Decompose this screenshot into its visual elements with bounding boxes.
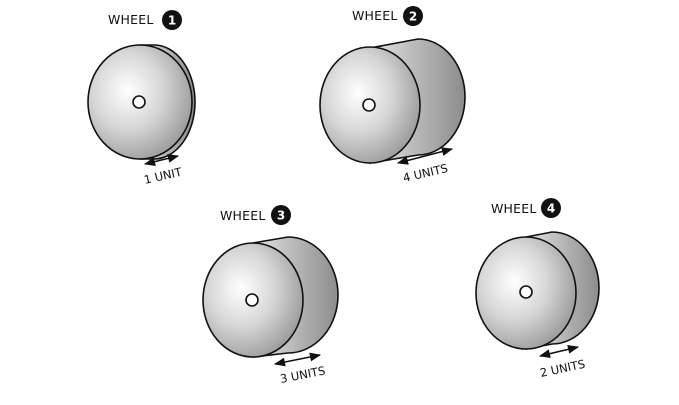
wheel-2-hub [362, 98, 376, 112]
wheel-1-badge [162, 10, 182, 30]
wheel-2-group: WHEEL 2 4 UNITS [319, 6, 466, 185]
wheel-3-group: WHEEL 3 3 UNITS [202, 205, 339, 386]
wheel-1-width-arrow [143, 154, 180, 166]
wheel-3-cylinder [202, 236, 339, 358]
wheel-3-label: WHEEL [220, 208, 266, 223]
wheel-1-label: WHEEL [108, 12, 154, 27]
wheel-3-width-arrow [273, 352, 322, 367]
wheel-3-hub [245, 293, 259, 307]
wheel-4-cylinder [475, 231, 600, 350]
wheel-3-number: 3 [277, 209, 285, 223]
wheel-1-cylinder [87, 44, 196, 160]
wheel-2-cylinder [319, 38, 466, 164]
wheel-1-group: WHEEL 1 1 UNIT [87, 10, 196, 187]
wheel-4-label: WHEEL [491, 201, 537, 216]
wheel-4-width-arrow [538, 344, 580, 359]
wheel-4-width-label: 2 UNITS [539, 357, 587, 380]
wheel-4-number: 4 [547, 202, 555, 216]
wheel-2-badge [403, 6, 423, 26]
wheel-1-hub [132, 95, 146, 109]
wheel-1-width-label: 1 UNIT [143, 164, 185, 187]
wheel-4-group: WHEEL 4 2 UNITS [475, 198, 600, 380]
wheel-4-hub [519, 285, 533, 299]
wheel-3-badge [271, 205, 291, 225]
wheel-4-badge [541, 198, 561, 218]
wheel-3-width-label: 3 UNITS [279, 363, 327, 385]
wheel-2-number: 2 [409, 10, 417, 24]
wheel-1-number: 1 [168, 14, 176, 28]
wheel-2-width-arrow [396, 147, 454, 165]
wheel-2-label: WHEEL [352, 8, 398, 23]
wheel-2-width-label: 4 UNITS [402, 161, 450, 185]
